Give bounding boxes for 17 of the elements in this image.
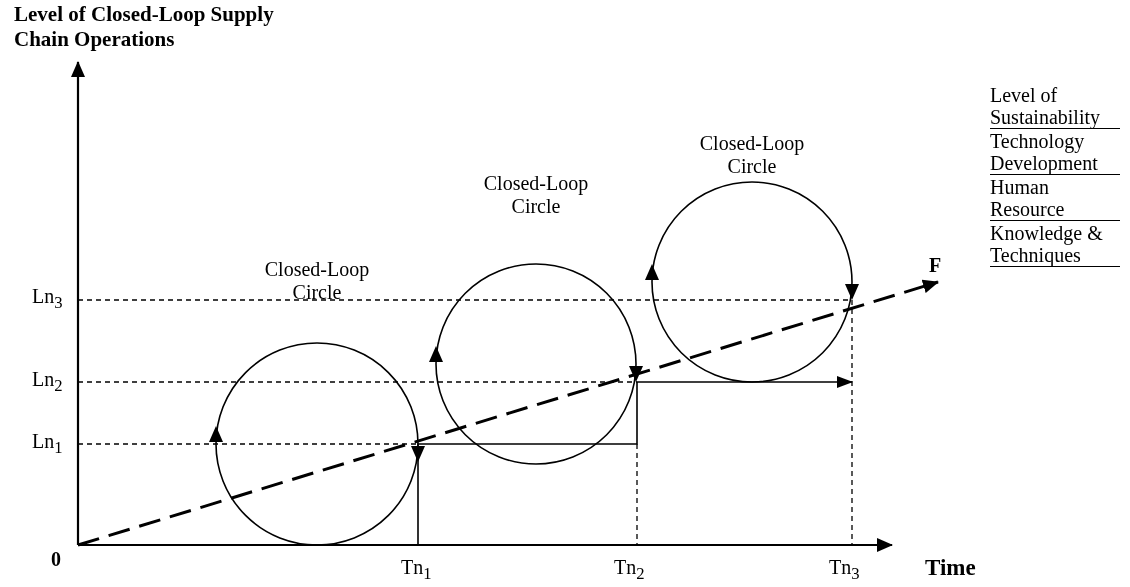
circle-label: Closed-Loop Circle: [482, 172, 590, 218]
circle-label: Closed-Loop Circle: [263, 258, 371, 304]
factor-label: Technology Development: [990, 130, 1120, 175]
tick-label: Tn$_{1}$: [401, 556, 432, 585]
tick-label: Tn$_{3}$: [829, 556, 860, 585]
tick-label: Ln$_{2}$: [32, 368, 63, 397]
line-label: F: [929, 254, 942, 277]
factor-label: Knowledge & Techniques: [990, 222, 1120, 267]
tick-label: Ln$_{3}$: [32, 285, 63, 314]
axis-title: Level of Closed-Loop Supply Chain Operations: [14, 2, 275, 52]
tick-label: Ln$_{1}$: [32, 430, 63, 459]
tick-label: Tn$_{2}$: [614, 556, 645, 585]
axis-title: Time: [925, 556, 976, 579]
factor-label: Level of Sustainability: [990, 84, 1120, 129]
origin-label: 0: [51, 548, 61, 571]
factor-label: Human Resource: [990, 176, 1120, 221]
circle-label: Closed-Loop Circle: [698, 132, 806, 178]
